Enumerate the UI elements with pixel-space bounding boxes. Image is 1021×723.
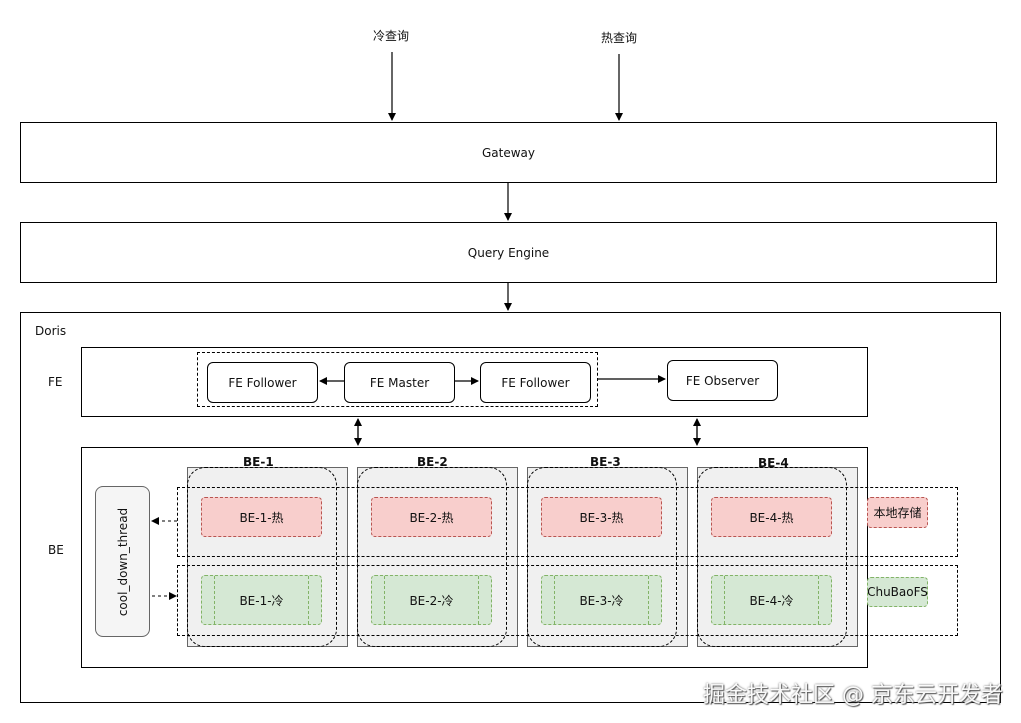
cool-down-thread-box: cool_down_thread [95, 486, 150, 637]
fe-group [197, 352, 598, 407]
fe-master: FE Master [344, 362, 455, 403]
hot-query-label: 热查询 [601, 31, 638, 45]
be-1-cold: BE-1-冷 [201, 575, 322, 625]
be-column-3-title: BE-3 [590, 455, 621, 469]
fe-observer-label: FE Observer [685, 373, 760, 388]
be-column-4-title: BE-4 [758, 456, 789, 470]
cold-query-label: 冷查询 [373, 29, 410, 43]
be-3-cold-label: BE-3-冷 [579, 593, 624, 608]
be-4-cold: BE-4-冷 [711, 575, 832, 625]
be-4-hot: BE-4-热 [711, 497, 832, 537]
be-column-2-outline [357, 467, 507, 647]
gateway-box: Gateway [20, 122, 997, 183]
be-2-hot: BE-2-热 [371, 497, 492, 537]
fe-master-label: FE Master [369, 375, 430, 390]
be-1-hot: BE-1-热 [201, 497, 322, 537]
local-storage-label: 本地存储 [873, 506, 922, 520]
be-column-4-outline [697, 467, 847, 647]
be-column-3-outline [527, 467, 677, 647]
fe-label: FE [48, 375, 63, 389]
chubaofs-label: ChuBaoFS [867, 585, 928, 599]
be-4-cold-label: BE-4-冷 [749, 593, 794, 608]
fe-follower-left: FE Follower [207, 362, 318, 403]
be-4-hot-label: BE-4-热 [749, 510, 794, 525]
be-3-cold: BE-3-冷 [541, 575, 662, 625]
be-2-cold: BE-2-冷 [371, 575, 492, 625]
chubaofs-box: ChuBaoFS [867, 577, 928, 607]
be-3-hot-label: BE-3-热 [579, 510, 624, 525]
be-column-1-title: BE-1 [243, 455, 274, 469]
be-column-2-title: BE-2 [417, 455, 448, 469]
fe-follower-right-label: FE Follower [501, 375, 570, 390]
watermark: 掘金技术社区 @ 京东云开发者 [703, 683, 1003, 708]
hot-storage-row [177, 487, 958, 557]
cool-down-thread-label: cool_down_thread [115, 507, 130, 616]
cold-storage-row [177, 565, 958, 636]
doris-title: Doris [35, 324, 67, 338]
be-1-cold-label: BE-1-冷 [239, 593, 284, 608]
query-engine-label: Query Engine [467, 245, 550, 260]
fe-follower-left-label: FE Follower [228, 375, 297, 390]
fe-follower-right: FE Follower [480, 362, 591, 403]
be-2-cold-label: BE-2-冷 [409, 593, 454, 608]
local-storage-box: 本地存储 [867, 497, 928, 528]
fe-observer: FE Observer [667, 360, 778, 401]
be-column-1-outline [187, 467, 337, 647]
be-3-hot: BE-3-热 [541, 497, 662, 537]
gateway-label: Gateway [481, 145, 535, 160]
be-2-hot-label: BE-2-热 [409, 510, 454, 525]
be-label: BE [48, 543, 64, 557]
be-1-hot-label: BE-1-热 [239, 510, 284, 525]
query-engine-box: Query Engine [20, 222, 997, 283]
